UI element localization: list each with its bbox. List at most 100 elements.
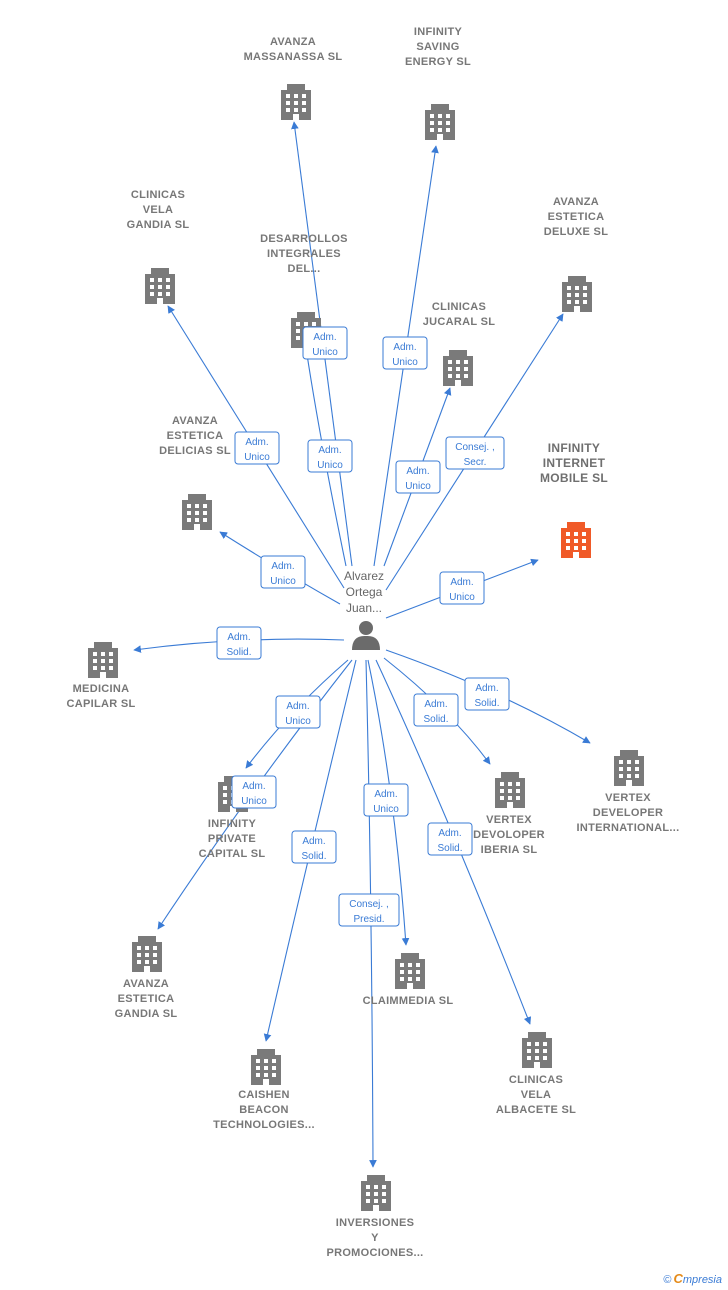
edge-role-text: Adm. (227, 632, 250, 643)
company-name-line: Y (371, 1232, 379, 1244)
company-node-caishen[interactable]: CAISHENBEACONTECHNOLOGIES... (213, 1049, 315, 1131)
company-name-line: PRIVATE (208, 833, 256, 845)
edge-role-box (260, 555, 306, 589)
company-name-line: MEDICINA (73, 683, 130, 695)
company-name-line: SAVING (416, 41, 459, 53)
edge-role-label[interactable]: Consej. ,Presid. (338, 893, 400, 927)
edge-role-text: Unico (270, 576, 296, 587)
edge-role-label[interactable]: Adm.Unico (395, 460, 441, 494)
edge-role-text: Adm. (313, 332, 336, 343)
edge-role-label[interactable]: Adm. Solid. (413, 693, 459, 727)
edge-role-text: Adm. (424, 699, 447, 710)
company-name-line: GANDIA SL (127, 219, 190, 231)
company-name-line: BEACON (239, 1104, 288, 1116)
company-name-line: DELUXE SL (544, 226, 608, 238)
building-icon (281, 84, 311, 120)
edge-role-text: Solid. (474, 698, 499, 709)
company-name-line: JUCARAL SL (423, 316, 495, 328)
edge-role-box (307, 439, 353, 473)
edge-role-text: Adm. (393, 342, 416, 353)
company-name-line: CAPITAL SL (199, 848, 266, 860)
edge-role-text: Adm. (438, 828, 461, 839)
company-name-line: CLINICAS (432, 301, 486, 313)
edge-role-label[interactable]: Adm.Unico (231, 775, 277, 809)
company-node-clinicas-jucaral[interactable]: CLINICAS JUCARAL SL (423, 301, 495, 386)
person-name-line: Juan... (346, 601, 382, 615)
building-icon (425, 104, 455, 140)
company-node-avanza-gandia[interactable]: AVANZA ESTETICA GANDIA SL (115, 936, 178, 1020)
edge-role-text: Solid. (226, 647, 251, 658)
person-icon (352, 621, 380, 650)
empresia-brand[interactable]: ©Cmpresia (663, 1271, 722, 1286)
company-node-claimmedia[interactable]: CLAIMMEDIA SL (363, 953, 454, 1007)
company-name-line: INFINITY (548, 441, 600, 455)
company-name-line: AVANZA (270, 36, 316, 48)
edge-role-label[interactable]: Adm.Unico (234, 431, 280, 465)
company-name-line: INTERNET (543, 456, 606, 470)
edge-role-label[interactable]: Adm.Unico (260, 555, 306, 589)
building-icon (614, 750, 644, 786)
edge-role-label[interactable]: Adm.Solid. (291, 830, 337, 864)
company-name-line: DEVELOPER (593, 807, 664, 819)
company-node-inversiones[interactable]: INVERSIONESYPROMOCIONES... (326, 1175, 423, 1259)
company-name-line: MASSANASSA SL (244, 51, 343, 63)
edge-role-box (216, 626, 262, 660)
edge-role-box (234, 431, 280, 465)
company-name-line: INFINITY (414, 26, 463, 38)
edge-role-label[interactable]: Adm. Unico (363, 783, 409, 817)
edge-role-box (439, 571, 485, 605)
company-name-line: INTEGRALES (267, 248, 341, 260)
edge-role-label[interactable]: Adm.Unico (439, 571, 485, 605)
edge-role-label[interactable]: Consej. ,Secr. (445, 436, 505, 470)
edge-role-label[interactable]: Adm. Unico (275, 695, 321, 729)
edge-role-box (231, 775, 277, 809)
edge-role-text: Secr. (464, 457, 487, 468)
edge-role-text: Unico (449, 592, 475, 603)
center-person[interactable]: AlvarezOrtegaJuan... (344, 569, 384, 650)
company-name-line: TECHNOLOGIES... (213, 1119, 315, 1131)
edge-role-box (363, 783, 409, 817)
edge-role-box (395, 460, 441, 494)
edge-role-label[interactable]: Adm.Unico (307, 439, 353, 473)
brand-name: mpresia (682, 1274, 722, 1286)
edge-role-label[interactable]: Adm. Solid. (216, 626, 262, 660)
edge-role-label[interactable]: Adm.Unico (382, 336, 428, 370)
edge-role-box (382, 336, 428, 370)
company-name-line: ESTETICA (118, 993, 175, 1005)
company-name-line: GANDIA SL (115, 1008, 178, 1020)
company-name-line: CAPILAR SL (67, 698, 136, 710)
building-icon (182, 494, 212, 530)
edge-role-text: Solid. (437, 843, 462, 854)
edge-role-label[interactable]: Adm. Solid. (464, 677, 510, 711)
edge-role-text: Adm. (242, 781, 265, 792)
company-node-medicina-capilar[interactable]: MEDICINA CAPILAR SL (67, 642, 136, 710)
company-name-line: AVANZA (123, 978, 169, 990)
edge-role-text: Unico (285, 716, 311, 727)
edge-role-label[interactable]: Adm. Unico (302, 326, 348, 360)
company-name-line: DEVOLOPER (473, 829, 545, 841)
edge-role-text: Adm. (475, 683, 498, 694)
edge-role-text: Unico (312, 347, 338, 358)
company-name-line: VERTEX (605, 792, 651, 804)
edge-role-text: Adm. (286, 701, 309, 712)
edge-role-text: Unico (373, 804, 399, 815)
company-node-vertex-international[interactable]: VERTEXDEVELOPERINTERNATIONAL... (577, 750, 680, 834)
company-node-desarrollos[interactable]: DESARROLLOSINTEGRALESDEL... (260, 233, 348, 348)
edge-role-text: Adm. (374, 789, 397, 800)
edge-role-text: Solid. (423, 714, 448, 725)
copyright-symbol: © (663, 1274, 672, 1286)
company-node-avanza-massanassa[interactable]: AVANZA MASSANASSA SL (244, 36, 343, 120)
edge-role-label[interactable]: Adm. Solid. (427, 822, 473, 856)
building-icon (443, 350, 473, 386)
company-name-line: AVANZA (172, 415, 218, 427)
